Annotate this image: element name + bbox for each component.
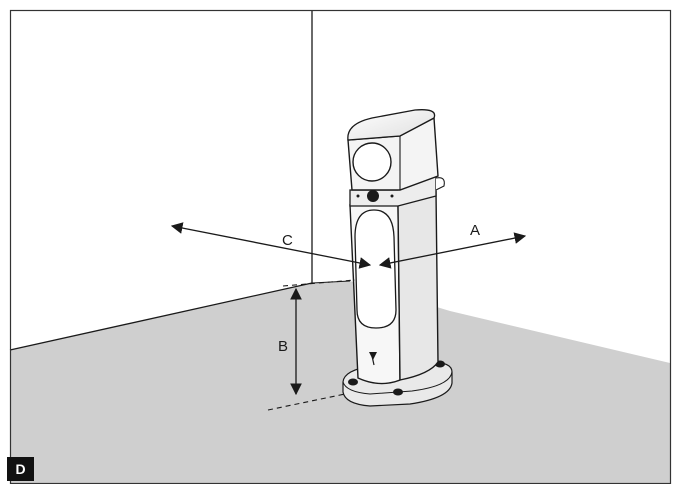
woofer-grille — [354, 209, 397, 329]
column-side — [397, 191, 439, 381]
dimensions: C A B — [170, 222, 527, 411]
speaker-head — [347, 109, 445, 207]
midrange-driver — [352, 142, 392, 182]
dimension-b-guide-top — [282, 279, 356, 287]
floor — [10, 281, 670, 484]
brand-logo — [369, 352, 377, 360]
dimension-a-line — [378, 232, 527, 269]
head-top — [347, 109, 436, 141]
dimension-a-label: A — [470, 222, 480, 239]
band-screw-right — [390, 194, 394, 198]
band-screw-left — [356, 194, 360, 198]
dimension-c-line — [170, 222, 372, 269]
brand-logo-stem — [371, 355, 375, 366]
dimension-b-label: B — [278, 338, 288, 355]
base-top-edge — [342, 371, 453, 395]
spike-front-left — [348, 378, 358, 386]
speaker-column — [349, 191, 439, 385]
left-wall-floor-edge — [9, 282, 313, 351]
dimension-b-guide-bottom — [267, 393, 346, 411]
tweeter-dome — [367, 190, 379, 202]
rear-port — [435, 177, 445, 191]
panel-label-badge: D — [7, 457, 34, 481]
spike-front-right — [393, 388, 403, 396]
dimension-c-label: C — [282, 232, 293, 249]
